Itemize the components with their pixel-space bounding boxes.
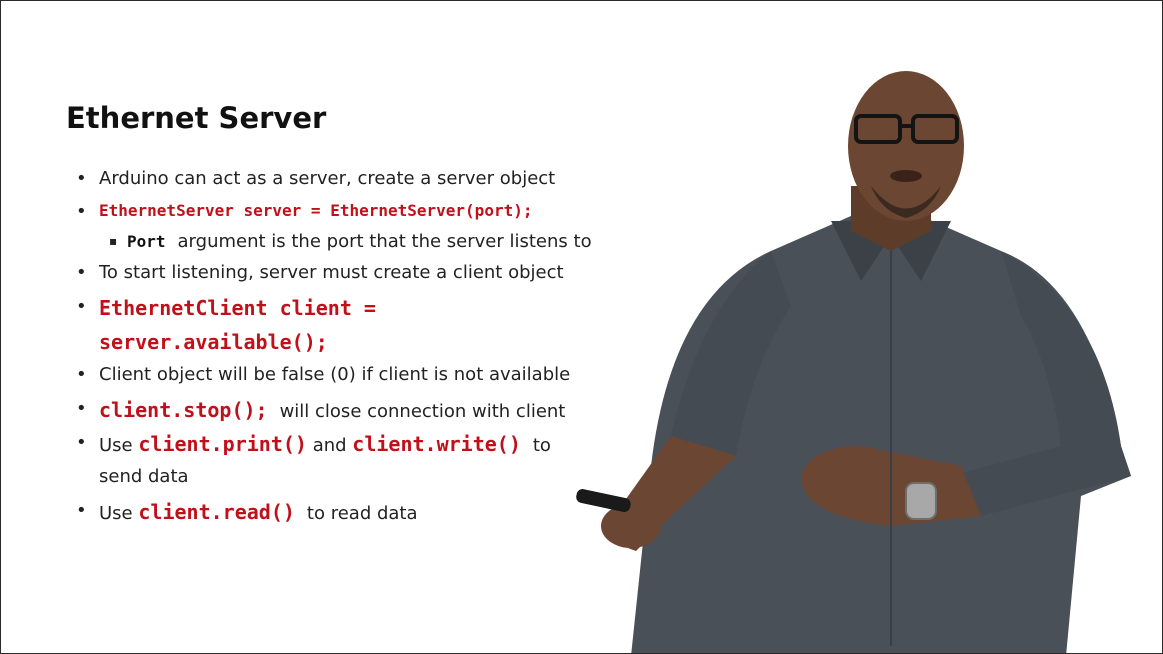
bullet-icon: •: [76, 168, 87, 189]
bullet-text: send data: [99, 466, 189, 487]
bullet-icon: •: [76, 432, 87, 453]
bullet-text: Use client.read() to read data: [99, 500, 418, 524]
bullet-icon: •: [76, 364, 87, 385]
bullet-icon: •: [76, 398, 87, 419]
bullet-code: EthernetServer server = EthernetServer(p…: [99, 201, 533, 220]
inline-text: to read data: [306, 503, 418, 524]
inline-text: Use: [99, 435, 133, 456]
inline-code: client.write(): [352, 432, 521, 456]
bullet-text: Client object will be false (0) if clien…: [99, 364, 571, 385]
bullet-icon: •: [76, 296, 87, 317]
slide-title: Ethernet Server: [66, 101, 327, 135]
bullet-text: Arduino can act as a server, create a se…: [99, 168, 556, 189]
bullet-text: Use client.print() and client.write() to: [99, 432, 551, 456]
sub-bullet-text: Port argument is the port that the server…: [127, 231, 592, 252]
inline-code: client.stop();: [99, 398, 268, 422]
bullet-icon: •: [76, 500, 87, 521]
inline-text: argument is the port that the server lis…: [177, 231, 592, 252]
inline-text: will close connection with client: [279, 401, 566, 422]
bullet-icon: •: [76, 201, 87, 222]
inline-code: Port: [127, 232, 166, 251]
inline-code: client.print(): [138, 432, 307, 456]
presenter-figure: [561, 46, 1162, 653]
bullet-code: EthernetClient client =: [99, 296, 376, 320]
square-bullet-icon: ▪: [109, 234, 118, 248]
inline-text: to: [532, 435, 551, 456]
bullet-text: client.stop(); will close connection with…: [99, 398, 565, 422]
inline-text: and: [312, 435, 347, 456]
bullet-code: server.available();: [99, 330, 328, 354]
inline-text: Use: [99, 503, 133, 524]
bullet-icon: •: [76, 262, 87, 283]
bullet-text: To start listening, server must create a…: [99, 262, 564, 283]
presenter-illustration: [576, 71, 1131, 653]
inline-code: client.read(): [138, 500, 295, 524]
